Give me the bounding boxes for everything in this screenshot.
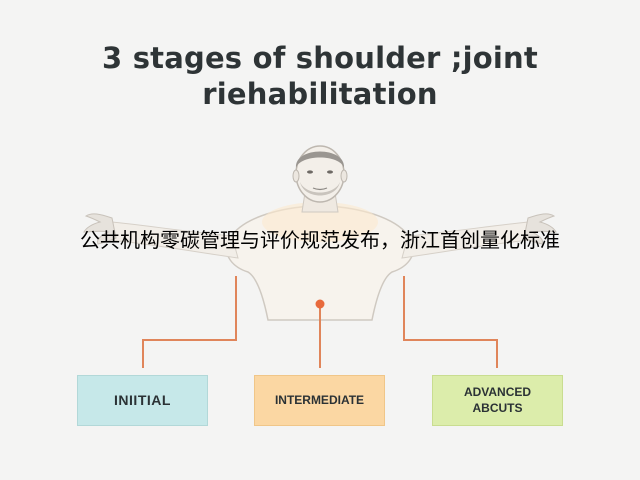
connector-lines xyxy=(142,276,498,368)
diagram-title-line-2: riehabilitation xyxy=(202,77,438,111)
focus-point-dot xyxy=(315,299,325,309)
right-hand-icon xyxy=(523,213,557,245)
stage-box-intermediate: INTERMEDIATE xyxy=(254,375,385,426)
connector-right xyxy=(403,276,498,368)
diagram-title-line-1: 3 stages of shoulder ;joint xyxy=(102,41,538,75)
overlay-caption: 公共机构零碳管理与评价规范发布，浙江首创量化标准 xyxy=(80,228,560,252)
stage-box-advanced: ADVANCED ABCUTS xyxy=(432,375,563,426)
stage-label-initial: INIITIAL xyxy=(114,392,171,409)
head-icon xyxy=(292,145,348,203)
left-hand-icon xyxy=(83,213,117,245)
stage-box-initial: INIITIAL xyxy=(77,375,208,426)
stage-label-advanced: ADVANCED ABCUTS xyxy=(463,384,532,415)
stage-label-intermediate: INTERMEDIATE xyxy=(274,392,365,407)
shoulder-highlight xyxy=(262,202,378,242)
connector-left xyxy=(142,276,237,368)
